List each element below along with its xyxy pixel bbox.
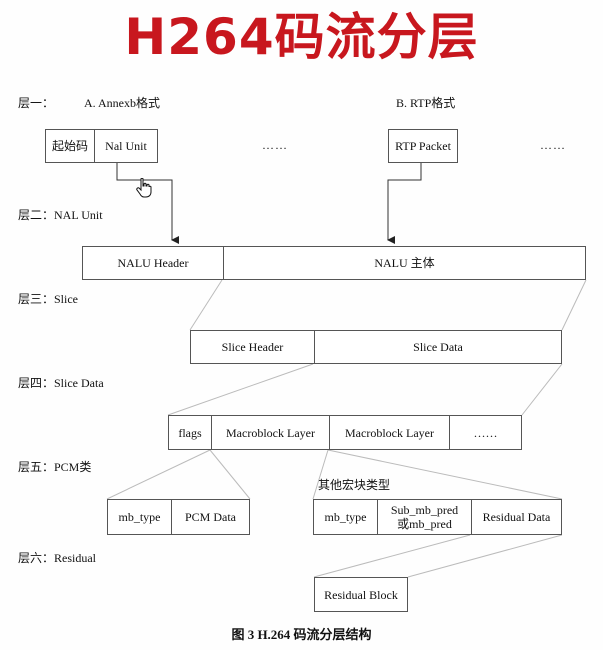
pcm-mb-type-cell: mb_type: [118, 510, 161, 524]
other-mb-type-cell: mb_type: [324, 510, 367, 524]
other-mb-row: mb_type Sub_mb_pred 或mb_pred Residual Da…: [313, 499, 562, 535]
nalu-header-cell: NALU Header: [117, 256, 189, 270]
layer-1-annexb-label: A. Annexb格式: [84, 96, 160, 110]
expand-nalu-right: [561, 279, 587, 331]
arrow-annexb-to-nalu: [116, 163, 179, 244]
layer-5-label: 层五：PCM类: [18, 460, 92, 474]
layer-1-label: 层一：: [18, 96, 55, 110]
page-title: H264码流分层: [124, 8, 479, 66]
sub-mb-pred-line2: 或mb_pred: [397, 517, 452, 531]
slice-data-cell: Slice Data: [314, 331, 561, 363]
expand-nalu-left: [189, 279, 223, 331]
sub-mb-pred-cell: Sub_mb_pred 或mb_pred: [377, 500, 471, 534]
flags-cell: flags: [178, 425, 202, 440]
expand-residual-right: [407, 534, 563, 578]
nal-unit-cell: Nal Unit: [94, 130, 157, 162]
figure-caption: 图 3 H.264 码流分层结构: [231, 627, 372, 642]
slice-data-row: flags Macroblock Layer Macroblock Layer …: [168, 415, 522, 450]
annexb-ellipsis: ……: [262, 138, 288, 152]
residual-data-cell: Residual Data: [471, 500, 561, 534]
other-mb-type-label: 其他宏块类型: [318, 478, 391, 492]
arrow-rtp-to-nalu: [387, 163, 422, 244]
rtp-ellipsis: ……: [540, 138, 566, 152]
expand-mb1-other-left: [312, 449, 329, 500]
start-code-cell: 起始码: [51, 139, 88, 153]
macroblock-layer-cell-1: Macroblock Layer: [211, 416, 329, 449]
expand-slice-left: [167, 363, 314, 416]
expand-residual-left: [313, 534, 471, 578]
layer-4-label: 层四：Slice Data: [18, 376, 104, 390]
expand-mb1-right: [209, 449, 251, 500]
layer-6-label: 层六：Residual: [18, 551, 96, 565]
nalu-row: NALU Header NALU 主体: [82, 246, 586, 280]
slice-header-cell: Slice Header: [221, 340, 284, 354]
nalu-body-cell: NALU 主体: [223, 247, 585, 279]
slice-row: Slice Header Slice Data: [190, 330, 562, 364]
rtp-packet-box: RTP Packet: [388, 129, 458, 163]
layer-2-label: 层二：NAL Unit: [18, 208, 103, 222]
pcm-data-cell: PCM Data: [171, 500, 249, 534]
sub-mb-pred-line1: Sub_mb_pred: [390, 503, 459, 517]
expand-slice-right: [521, 363, 563, 416]
layer-1-rtp-label: B. RTP格式: [396, 96, 456, 110]
annexb-row: 起始码 Nal Unit: [45, 129, 158, 163]
pcm-row: mb_type PCM Data: [107, 499, 250, 535]
macroblock-layer-cell-2: Macroblock Layer: [329, 416, 449, 449]
hand-cursor-icon: [136, 178, 152, 198]
residual-block-box: Residual Block: [314, 577, 408, 612]
expand-mb1-left: [106, 449, 211, 500]
slice-data-ellipsis-cell: ……: [449, 416, 521, 449]
expand-mb1-other-right: [327, 449, 563, 500]
layer-3-label: 层三：Slice: [18, 292, 78, 306]
